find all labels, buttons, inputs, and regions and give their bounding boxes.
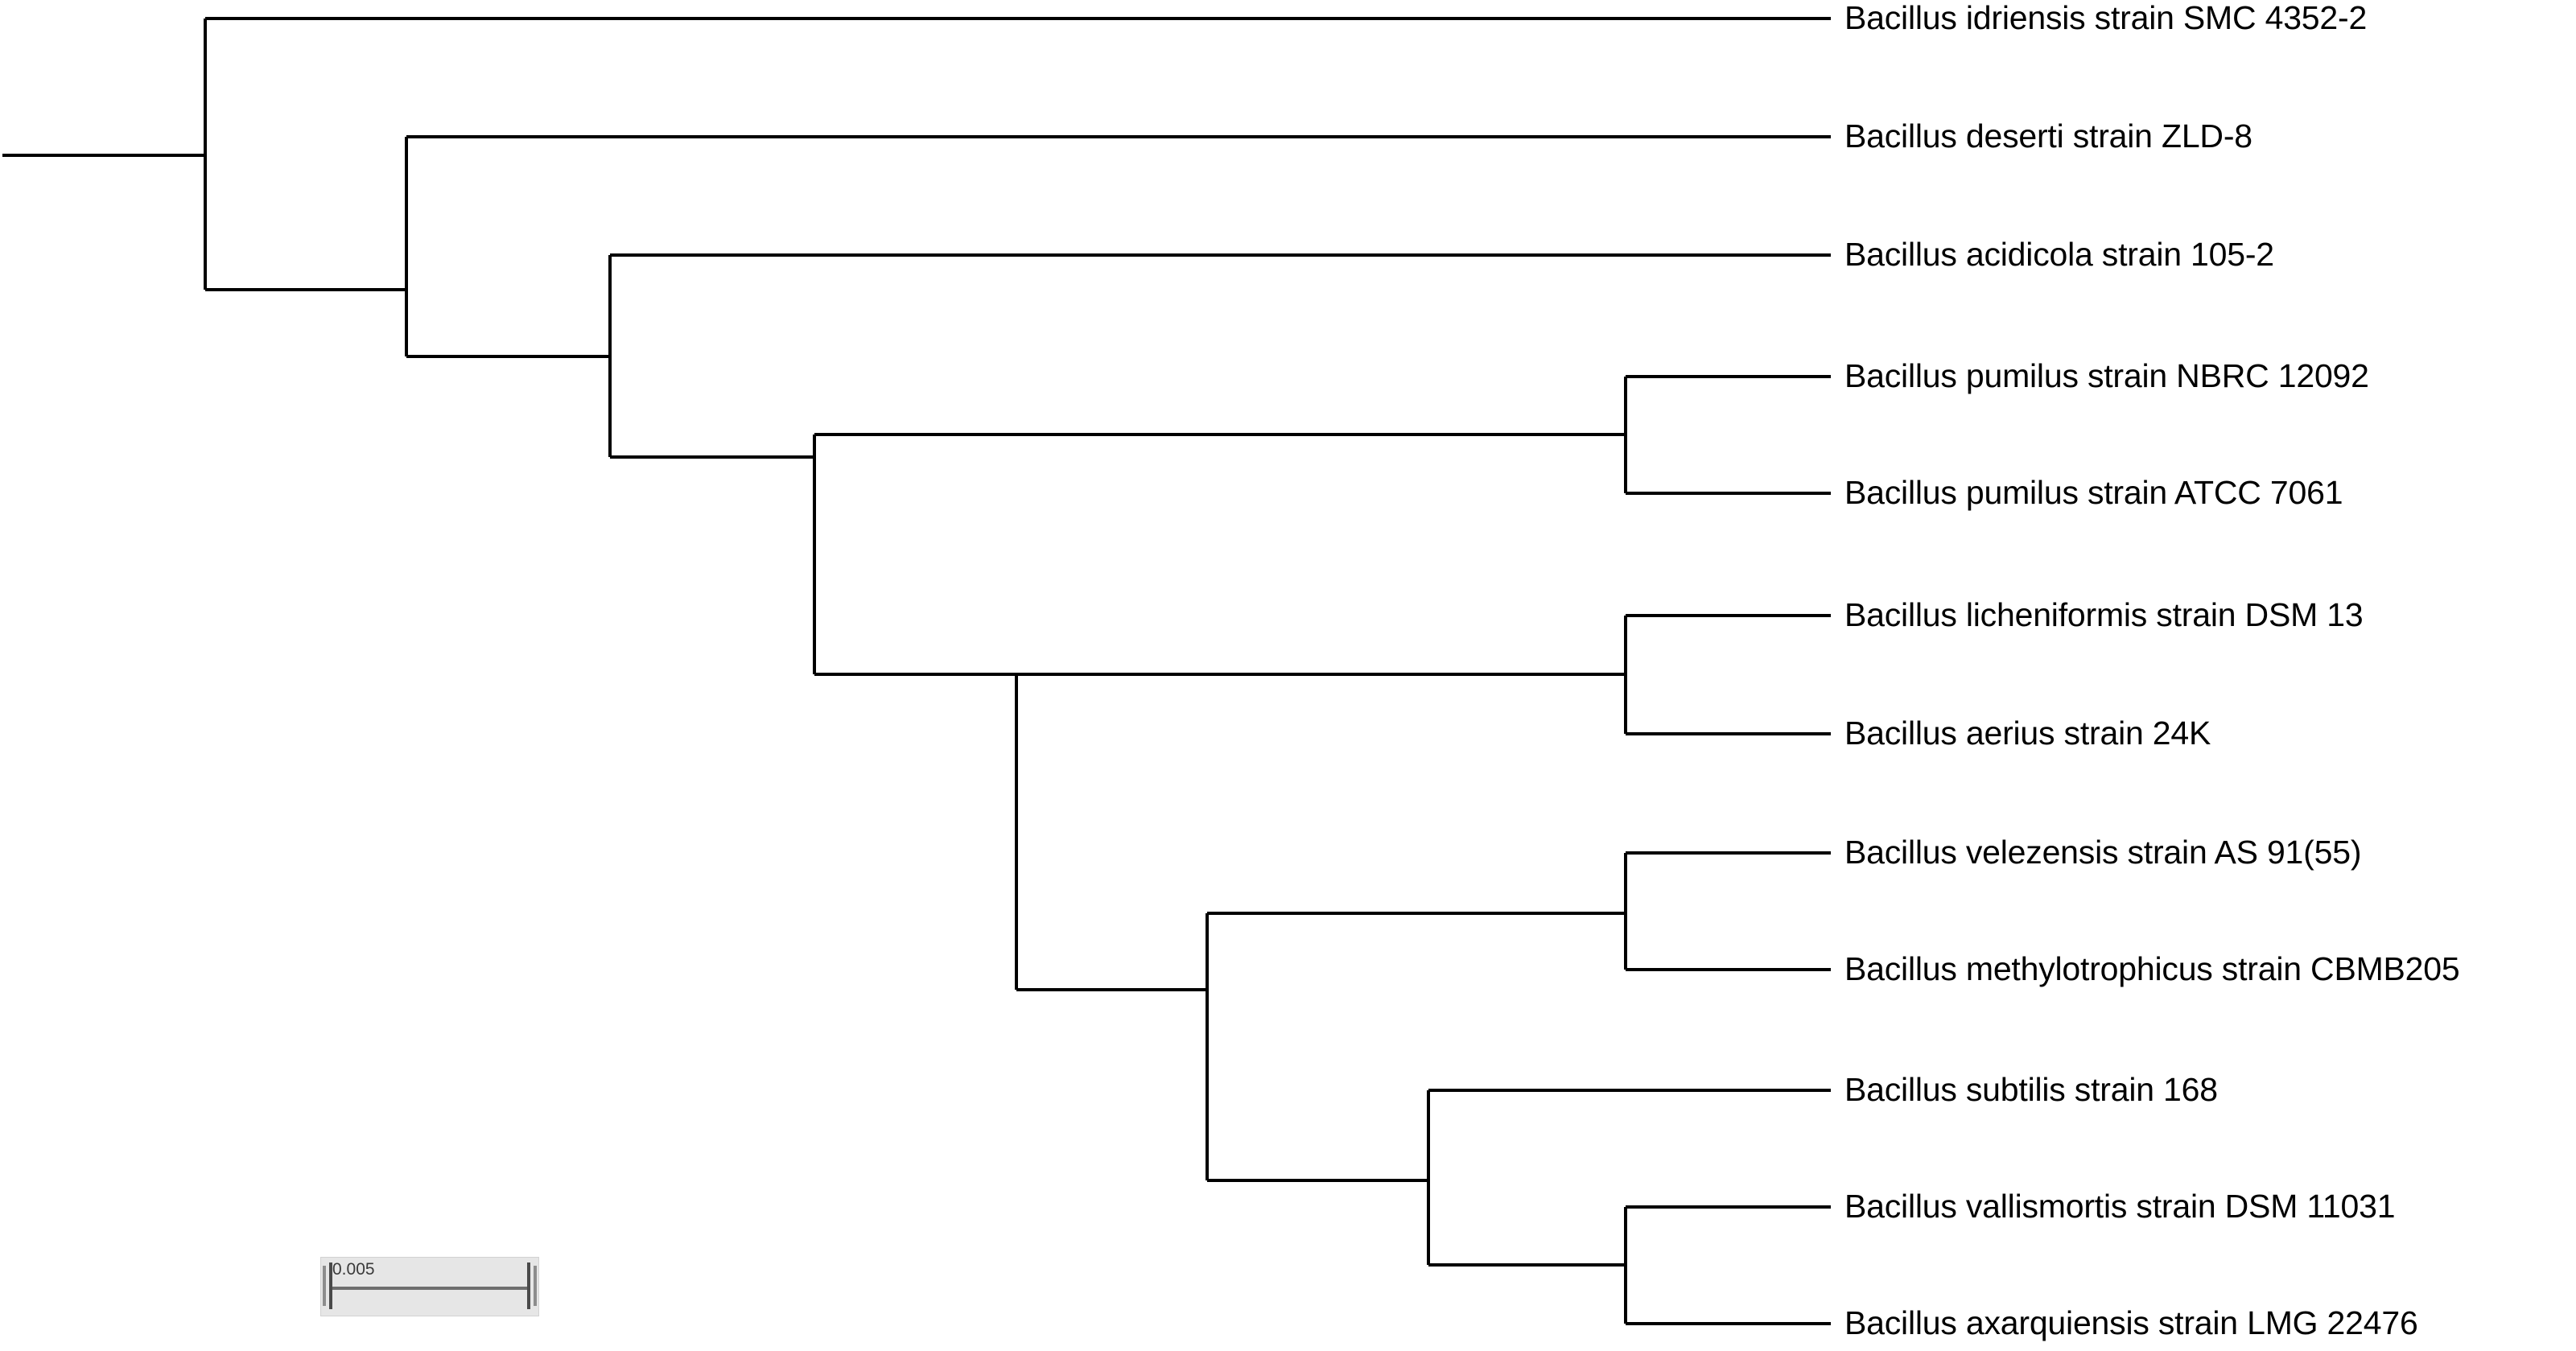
scale-bar-rule <box>331 1287 530 1290</box>
scale-bar-tick-left <box>329 1262 332 1309</box>
taxon-label-idriensis: Bacillus idriensis strain SMC 4352-2 <box>1844 0 2368 36</box>
taxon-label-methylotrophicus: Bacillus methylotrophicus strain CBMB205 <box>1844 950 2460 987</box>
taxon-label-pumilus-nbrc: Bacillus pumilus strain NBRC 12092 <box>1844 357 2369 394</box>
branch-lines <box>2 17 1831 1325</box>
taxon-label-pumilus-atcc: Bacillus pumilus strain ATCC 7061 <box>1844 474 2343 511</box>
taxon-label-aerius: Bacillus aerius strain 24K <box>1844 715 2211 752</box>
taxon-label-licheniformis: Bacillus licheniformis strain DSM 13 <box>1844 596 2364 633</box>
taxon-label-subtilis: Bacillus subtilis strain 168 <box>1844 1071 2218 1108</box>
taxon-label-velezensis: Bacillus velezensis strain AS 91(55) <box>1844 834 2362 871</box>
scale-bar-handle-right[interactable] <box>534 1266 537 1306</box>
scale-bar[interactable]: 0.005 <box>320 1257 539 1316</box>
taxon-label-axarquiensis: Bacillus axarquiensis strain LMG 22476 <box>1844 1304 2418 1341</box>
scale-bar-tick-right <box>527 1262 530 1309</box>
taxon-label-acidicola: Bacillus acidicola strain 105-2 <box>1844 236 2274 273</box>
scale-bar-handle-left[interactable] <box>323 1266 326 1306</box>
taxon-label-vallismortis: Bacillus vallismortis strain DSM 11031 <box>1844 1188 2396 1225</box>
scale-bar-value: 0.005 <box>332 1260 375 1279</box>
taxon-label-deserti: Bacillus deserti strain ZLD-8 <box>1844 117 2252 154</box>
